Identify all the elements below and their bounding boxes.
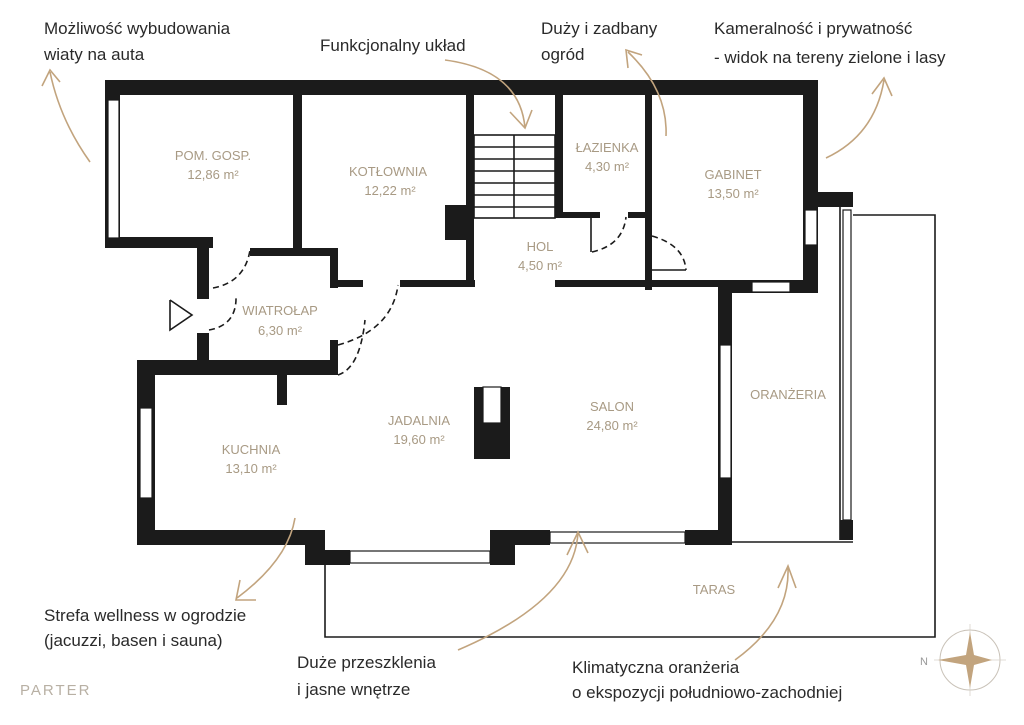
room-labels: POM. GOSP. 12,86 m² KOTŁOWNIA 12,22 m² Ł… — [175, 140, 826, 597]
room-kotlownia-name: KOTŁOWNIA — [349, 164, 427, 179]
note-wellness-1: Strefa wellness w ogrodzie — [44, 606, 246, 625]
room-pom-gosp-area: 12,86 m² — [187, 167, 239, 182]
room-lazienka-name: ŁAZIENKA — [576, 140, 639, 155]
arrow-wellness — [235, 517, 296, 601]
arrow-privacy — [825, 76, 893, 159]
entrance-icon — [169, 299, 194, 332]
room-salon-area: 24,80 m² — [586, 418, 638, 433]
arrow-layout — [444, 59, 533, 130]
room-kuchnia-area: 13,10 m² — [225, 461, 277, 476]
arrow-garden — [625, 48, 667, 137]
room-kuchnia-name: KUCHNIA — [222, 442, 281, 457]
stairs — [473, 134, 556, 219]
note-carport-2: wiaty na auta — [43, 45, 145, 64]
room-kotlownia-area: 12,22 m² — [364, 183, 416, 198]
floor-label: PARTER — [20, 682, 91, 699]
note-wellness-2: (jacuzzi, basen i sauna) — [44, 631, 223, 650]
note-privacy-1: Kameralność i prywatność — [714, 19, 913, 38]
arrow-carport — [41, 68, 91, 163]
room-wiatrolap-area: 6,30 m² — [258, 323, 303, 338]
room-jadalnia-area: 19,60 m² — [393, 432, 445, 447]
room-oranzeria-name: ORANŻERIA — [750, 387, 826, 402]
annotations: Możliwość wybudowania wiaty na auta Funk… — [43, 19, 946, 702]
room-hol-name: HOL — [527, 239, 554, 254]
note-orangery-1: Klimatyczna oranżeria — [572, 658, 740, 677]
compass-icon: N — [920, 624, 1006, 696]
note-glazing-1: Duże przeszklenia — [297, 653, 436, 672]
note-glazing-2: i jasne wnętrze — [297, 680, 410, 699]
note-garden-2: ogród — [541, 45, 584, 64]
room-hol-area: 4,50 m² — [518, 258, 563, 273]
note-layout: Funkcjonalny układ — [320, 36, 466, 55]
doors — [169, 216, 687, 376]
annotation-arrows — [41, 48, 893, 661]
room-wiatrolap-name: WIATROŁAP — [242, 303, 318, 318]
room-gabinet-area: 13,50 m² — [707, 186, 759, 201]
room-taras-name: TARAS — [693, 582, 736, 597]
note-garden-1: Duży i zadbany — [541, 19, 658, 38]
arrow-orangery — [734, 563, 797, 661]
note-carport-1: Możliwość wybudowania — [44, 19, 231, 38]
terrace-outline — [324, 207, 936, 638]
note-orangery-2: o ekspozycji południowo-zachodniej — [572, 683, 842, 702]
windows — [107, 99, 852, 564]
compass-north-label: N — [920, 656, 928, 668]
arrow-glazing — [457, 530, 589, 651]
room-salon-name: SALON — [590, 399, 634, 414]
room-gabinet-name: GABINET — [704, 167, 761, 182]
note-privacy-2: - widok na tereny zielone i lasy — [714, 48, 946, 67]
room-jadalnia-name: JADALNIA — [388, 413, 450, 428]
room-pom-gosp-name: POM. GOSP. — [175, 148, 251, 163]
room-lazienka-area: 4,30 m² — [585, 159, 630, 174]
